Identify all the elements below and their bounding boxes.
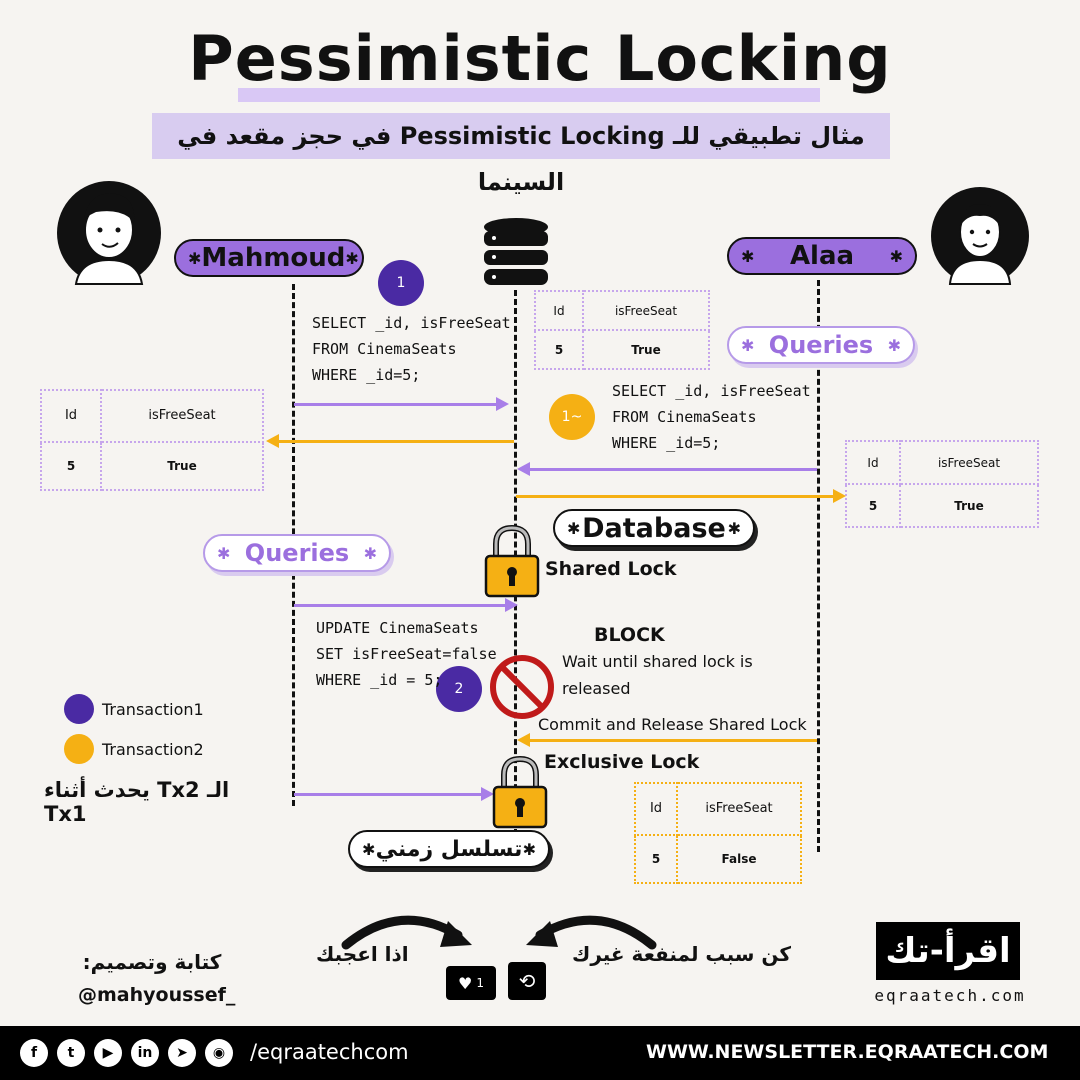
retweet-icon: ⟲ <box>518 969 536 993</box>
arrow-mahmoud-to-db-update <box>294 598 518 612</box>
legend-tx1-dot <box>64 694 94 724</box>
linkedin-icon[interactable]: in <box>131 1039 159 1067</box>
credit-handle[interactable]: @mahyoussef_ <box>78 984 236 1006</box>
mahmoud-avatar <box>56 180 162 286</box>
retweet-button[interactable]: ⟲ <box>508 962 546 1000</box>
exclusive-lock-label: Exclusive Lock <box>544 751 700 773</box>
footer-handle[interactable]: /eqraatechcom <box>250 1040 409 1064</box>
legend-tx2-label: Transaction2 <box>102 739 204 759</box>
alaa-avatar <box>930 186 1030 286</box>
facebook-icon[interactable]: f <box>20 1039 48 1067</box>
twitter-icon[interactable]: t <box>57 1039 85 1067</box>
youtube-icon[interactable]: ▶ <box>94 1039 122 1067</box>
commit-text: Commit and Release Shared Lock <box>538 715 807 734</box>
star-icon: ✱ <box>188 248 202 268</box>
step-2-badge: 2 <box>436 666 482 712</box>
arrow-mahmoud-exclusive <box>294 787 494 801</box>
mahmoud-select-query: SELECT _id, isFreeSeat FROM CinemaSeats … <box>312 314 511 384</box>
footer-newsletter[interactable]: WWW.NEWSLETTER.EQRAATECH.COM <box>646 1041 1049 1063</box>
page-subtitle: مثال تطبيقي للـ Pessimistic Locking في ح… <box>152 113 890 196</box>
block-label: BLOCK <box>594 624 665 646</box>
actor-mahmoud: ✱ Mahmoud ✱ <box>174 239 364 277</box>
arrow-db-to-mahmoud-result <box>266 434 514 448</box>
page-title: Pessimistic Locking <box>188 22 892 95</box>
actor-left-name: Mahmoud <box>201 243 346 273</box>
queries-label-left: ✱ Queries ✱ <box>203 534 391 572</box>
exclusive-lock-icon <box>492 755 548 829</box>
star-icon: ✱ <box>889 246 903 266</box>
legend-tx2-dot <box>64 734 94 764</box>
shared-lock-label: Shared Lock <box>545 558 677 580</box>
arrow-alaa-commit <box>517 733 817 747</box>
brand-url[interactable]: eqraatech.com <box>874 986 1026 1005</box>
legend-tx1-label: Transaction1 <box>102 699 204 719</box>
wait-text: Wait until shared lock is released <box>562 652 753 698</box>
like-button[interactable]: ♥ 1 <box>446 966 496 1000</box>
be-useful-text: كن سبب لمنفعة غيرك <box>572 942 792 966</box>
credit-label: كتابة وتصميم: <box>82 950 222 974</box>
title-highlight <box>238 88 820 102</box>
star-icon: ✱ <box>345 248 359 268</box>
if-liked-text: اذا اعجبك <box>316 942 409 966</box>
shared-lock-icon <box>484 524 540 598</box>
footer-bar: f t ▶ in ➤ ◉ /eqraatechcom WWW.NEWSLETTE… <box>0 1026 1080 1080</box>
heart-icon: ♥ <box>458 973 473 993</box>
arrow-mahmoud-to-db-select <box>294 397 509 411</box>
telegram-icon[interactable]: ➤ <box>168 1039 196 1067</box>
step-1-badge: 1 <box>378 260 424 306</box>
database-icon <box>482 217 550 287</box>
arrow-db-to-alaa-result <box>516 489 846 503</box>
arrow-alaa-to-db-select <box>517 462 817 476</box>
no-entry-icon <box>489 654 555 720</box>
like-count: 1 <box>476 976 484 990</box>
actor-alaa: ✱ Alaa ✱ <box>727 237 917 275</box>
brand-logo: اقرأ-تك <box>876 922 1020 980</box>
curved-arrow-right <box>518 905 658 955</box>
star-icon: ✱ <box>741 246 755 266</box>
alaa-select-query: SELECT _id, isFreeSeat FROM CinemaSeats … <box>612 382 811 452</box>
actor-right-name: Alaa <box>789 241 855 271</box>
legend: Transaction1 Transaction2 <box>64 694 264 764</box>
queries-label-right: ✱ Queries ✱ <box>727 326 915 364</box>
tx2-during-tx1-note: الـ Tx2 يحدث أثناء Tx1 <box>44 778 230 826</box>
social-icons: f t ▶ in ➤ ◉ <box>20 1039 233 1067</box>
mahmoud-update-query: UPDATE CinemaSeats SET isFreeSeat=false … <box>316 619 497 689</box>
github-icon[interactable]: ◉ <box>205 1039 233 1067</box>
timeline-label: ✱ تسلسل زمني ✱ <box>348 830 550 868</box>
database-label: ✱ Database ✱ <box>553 509 755 547</box>
curved-arrow-left <box>340 905 480 955</box>
lifeline-alaa <box>817 280 820 852</box>
step-1b-badge: 1~ <box>549 394 595 440</box>
